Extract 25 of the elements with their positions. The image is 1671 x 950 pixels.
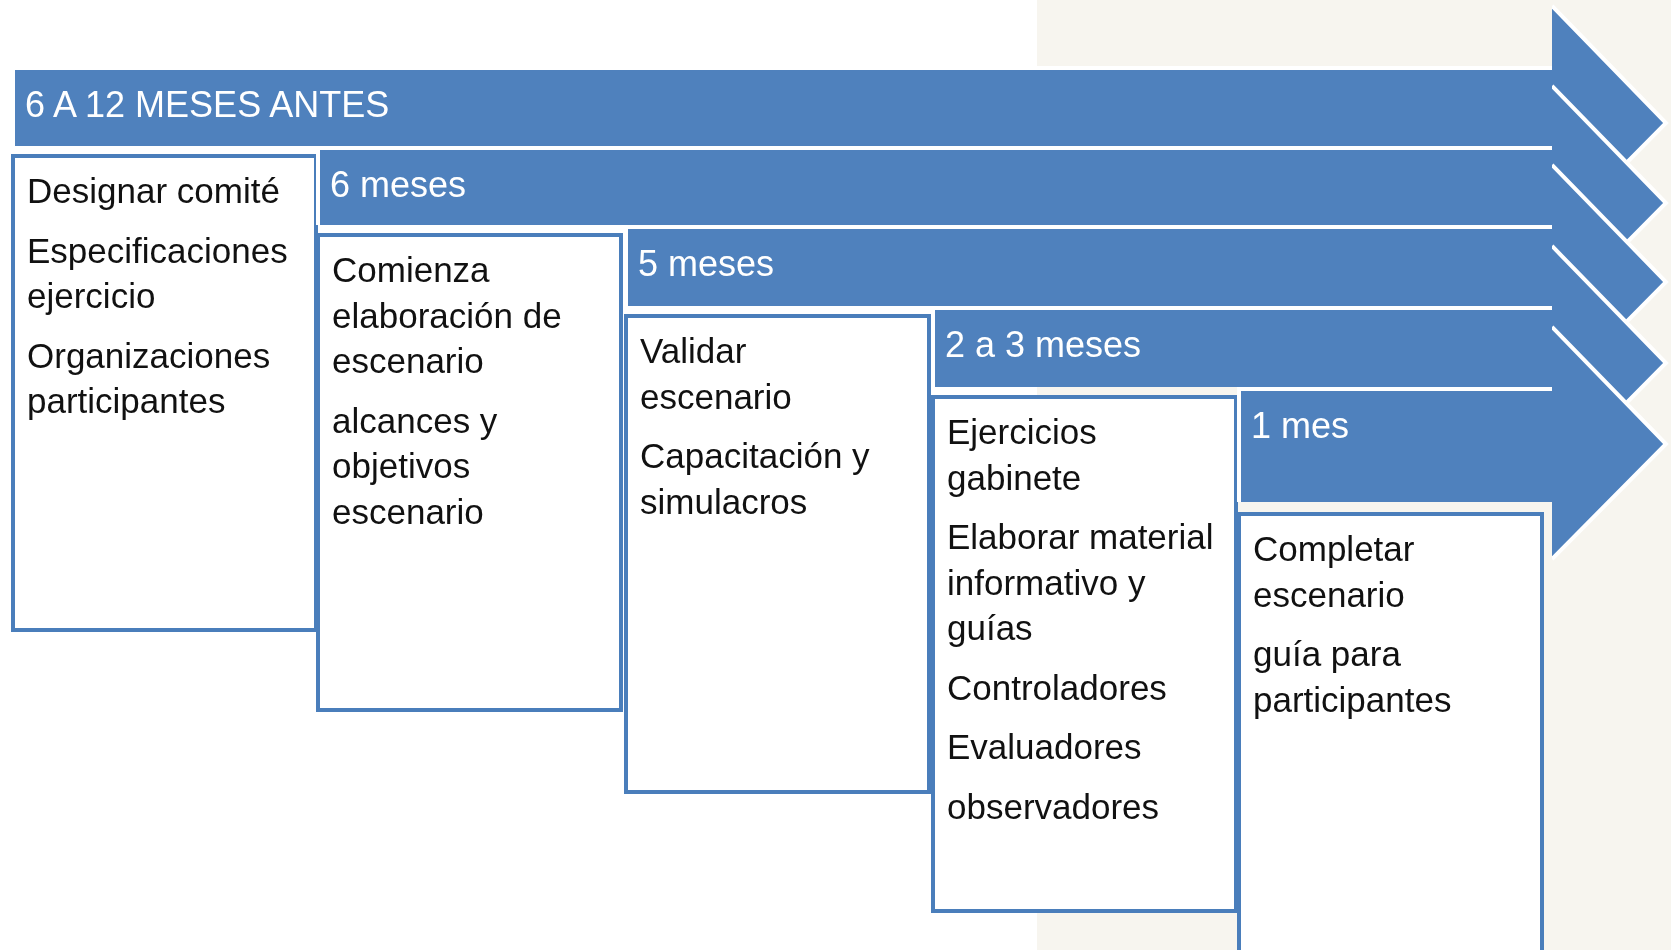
- task-text: Capacitación y simulacros: [640, 435, 871, 523]
- arrow-band: [1237, 387, 1552, 502]
- task-text: Designar comité: [27, 170, 281, 212]
- task-box: [624, 314, 931, 794]
- stage-label: 1 mes: [1251, 405, 1350, 447]
- task-text: observadores: [947, 785, 1161, 828]
- task-text: Completar escenario: [1253, 528, 1416, 616]
- task-box: [1237, 512, 1544, 950]
- task-text: Comienza elaboración de escenario: [332, 249, 563, 382]
- task-text: Organizaciones participantes: [27, 334, 272, 422]
- stage-label: 6 meses: [330, 164, 467, 206]
- stage-label: 6 A 12 MESES ANTES: [25, 84, 390, 126]
- task-text: Especificaciones ejercicio: [27, 229, 289, 317]
- task-text: alcances y objetivos escenario: [332, 399, 499, 533]
- task-text: guía para participantes: [1253, 633, 1453, 721]
- task-text: Elaborar material informativo y guías: [947, 516, 1214, 649]
- task-text: Controladores: [947, 666, 1168, 709]
- task-text: Evaluadores: [947, 726, 1143, 768]
- task-box: [316, 233, 623, 712]
- task-text: Ejercicios gabinete: [947, 411, 1098, 499]
- task-box: [11, 154, 318, 632]
- stage-label: 5 meses: [638, 243, 775, 285]
- task-text: Validar escenario: [640, 330, 793, 418]
- task-box: [931, 395, 1238, 913]
- stage-label: 2 a 3 meses: [945, 324, 1142, 366]
